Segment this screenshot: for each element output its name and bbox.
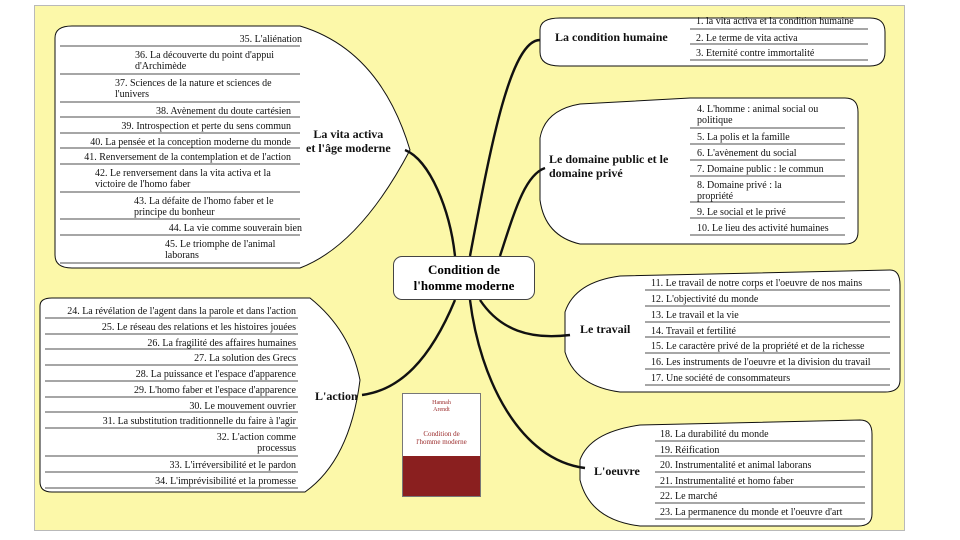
leaf-2[interactable]: 2. Le terme de vita activa (696, 33, 798, 44)
leaf-16[interactable]: 16. Les instruments de l'oeuvre et la di… (651, 357, 871, 368)
leaf-23[interactable]: 23. La permanence du monde et l'oeuvre d… (660, 507, 843, 518)
connector-vita-activa (404, 148, 457, 257)
leaf-20[interactable]: 20. Instrumentalité et animal laborans (660, 460, 812, 471)
leaf-27[interactable]: 27. La solution des Grecs (194, 353, 296, 364)
leaf-9[interactable]: 9. Le social et le privé (697, 207, 786, 218)
branch-frame-domaine-public-prive (539, 97, 859, 245)
leaf-33[interactable]: 33. L'irréversibilité et le pardon (169, 460, 296, 471)
branch-label-oeuvre[interactable]: L'oeuvre (594, 464, 640, 478)
leaf-5[interactable]: 5. La polis et la famille (697, 132, 790, 143)
leaf-15[interactable]: 15. Le caractère privé de la propriété e… (651, 341, 865, 352)
leaf-18[interactable]: 18. La durabilité du monde (660, 429, 769, 440)
leaf-40[interactable]: 40. La pensée et la conception moderne d… (90, 137, 291, 148)
leaf-41[interactable]: 41. Renversement de la contemplation et … (84, 152, 291, 163)
leaf-13[interactable]: 13. Le travail et la vie (651, 310, 739, 321)
branch-label-domaine-public-prive[interactable]: Le domaine public et le domaine privé (549, 152, 669, 180)
branch-frame-oeuvre (579, 419, 873, 527)
leaf-25[interactable]: 25. Le réseau des relations et les histo… (101, 322, 296, 333)
branch-label-travail[interactable]: Le travail (580, 322, 631, 336)
connector-travail (479, 299, 571, 338)
leaf-22[interactable]: 22. Le marché (660, 491, 718, 502)
connector-domaine-public-prive (498, 166, 546, 257)
central-topic[interactable]: Condition de l'homme moderne (393, 256, 535, 300)
leaf-19[interactable]: 19. Réification (660, 445, 720, 456)
leaf-30[interactable]: 30. Le mouvement ouvrier (189, 401, 296, 412)
leaf-42[interactable]: 42. Le renversement dans la vita activa … (95, 168, 271, 190)
leaf-39[interactable]: 39. Introspection et perte du sens commu… (121, 121, 291, 132)
book-cover-image: Hannah Arendt Condition de l'homme moder… (402, 393, 481, 497)
leaf-36[interactable]: 36. La découverte du point d'appui d'Arc… (135, 50, 274, 72)
leaf-45[interactable]: 45. Le triomphe de l'animal laborans (165, 239, 276, 261)
leaf-26[interactable]: 26. La fragilité des affaires humaines (147, 338, 296, 349)
leaf-28[interactable]: 28. La puissance et l'espace d'apparence (135, 369, 296, 380)
branch-label-action[interactable]: L'action (315, 389, 358, 403)
leaf-44[interactable]: 44. La vie comme souverain bien (168, 223, 302, 234)
connector-oeuvre (468, 299, 586, 470)
leaf-7[interactable]: 7. Domaine public : le commun (697, 164, 824, 175)
leaf-1[interactable]: 1. la vita activa et la condition humain… (696, 16, 854, 27)
branch-label-vita-activa-age-moderne[interactable]: La vita activa et l'âge moderne (306, 127, 391, 155)
branch-frame-vita-activa (54, 25, 411, 269)
book-title: Condition de l'homme moderne (416, 430, 467, 446)
branch-frame-action (39, 297, 361, 493)
leaf-10[interactable]: 10. Le lieu des activité humaines (697, 223, 829, 234)
book-cover-illustration (403, 456, 480, 496)
leaf-6[interactable]: 6. L'avènement du social (697, 148, 797, 159)
leaf-37[interactable]: 37. Sciences de la nature et sciences de… (115, 78, 272, 100)
leaf-34[interactable]: 34. L'imprévisibilité et la promesse (155, 476, 296, 487)
leaf-8[interactable]: 8. Domaine privé : la propriété (697, 180, 782, 202)
branch-frame-condition-humaine (539, 17, 886, 67)
connector-action (361, 299, 457, 397)
leaf-17[interactable]: 17. Une société de consommateurs (651, 373, 791, 384)
leaf-3[interactable]: 3. Eternité contre immortalité (696, 48, 815, 59)
leaf-43[interactable]: 43. La défaite de l'homo faber et le pri… (134, 196, 274, 218)
branch-label-condition-humaine[interactable]: La condition humaine (555, 30, 668, 44)
leaf-31[interactable]: 31. La substitution traditionnelle du fa… (102, 416, 296, 427)
book-author: Hannah Arendt (432, 400, 451, 413)
leaf-12[interactable]: 12. L'objectivité du monde (651, 294, 759, 305)
leaf-35[interactable]: 35. L'aliénation (239, 34, 302, 45)
connector-condition-humaine (468, 38, 541, 257)
leaf-24[interactable]: 24. La révélation de l'agent dans la par… (67, 306, 296, 317)
leaf-11[interactable]: 11. Le travail de notre corps et l'oeuvr… (651, 278, 863, 289)
leaf-21[interactable]: 21. Instrumentalité et homo faber (660, 476, 794, 487)
leaf-32[interactable]: 32. L'action comme processus (216, 432, 296, 454)
leaf-29[interactable]: 29. L'homo faber et l'espace d'apparence (134, 385, 296, 396)
leaf-14[interactable]: 14. Travail et fertilité (651, 326, 736, 337)
branch-frame-travail (564, 269, 901, 393)
leaf-4[interactable]: 4. L'homme : animal social ou politique (697, 104, 819, 126)
leaf-38[interactable]: 38. Avènement du doute cartésien (155, 106, 291, 117)
